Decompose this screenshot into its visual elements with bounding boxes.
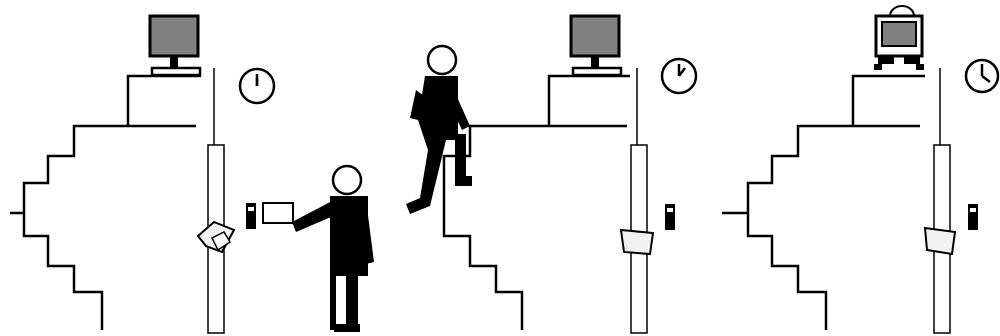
clock-icon [662,59,696,93]
card-reader-icon [665,204,675,230]
computer-icon [571,16,621,75]
clock-icon [966,60,998,92]
clock-icon [240,69,274,103]
person-icon [292,166,374,332]
card-reader-icon [968,204,978,230]
staircase-2 [444,76,630,330]
access-card-icon [263,203,293,223]
panel-2 [406,16,696,333]
staircase-3 [722,76,925,330]
panel-1 [10,16,374,333]
door-lock-icon [198,222,234,252]
door-lock-icon [621,230,653,254]
robot-icon [874,6,924,70]
computer-icon [150,16,200,75]
panel-3 [722,6,998,333]
door-lock-icon [925,228,955,254]
person-icon [406,46,472,214]
staircase-1 [10,76,201,330]
card-reader-icon [246,203,256,229]
